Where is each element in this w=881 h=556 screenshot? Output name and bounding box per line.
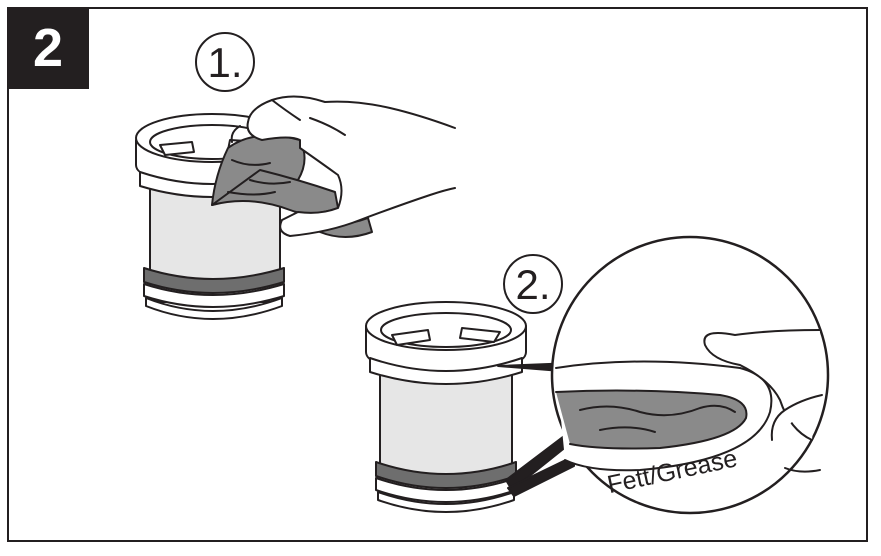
zoom-callout (497, 235, 830, 515)
hand-with-cloth-icon (211, 95, 456, 238)
illustration-frame (7, 7, 868, 542)
substep-1-label: 1. (207, 39, 242, 86)
substep-2-label: 2. (515, 261, 550, 308)
step-number-badge: 2 (7, 7, 89, 89)
filter-cylinder-2 (365, 301, 527, 513)
substep-1-marker: 1. (195, 32, 255, 92)
substep-2-marker: 2. (503, 254, 563, 314)
